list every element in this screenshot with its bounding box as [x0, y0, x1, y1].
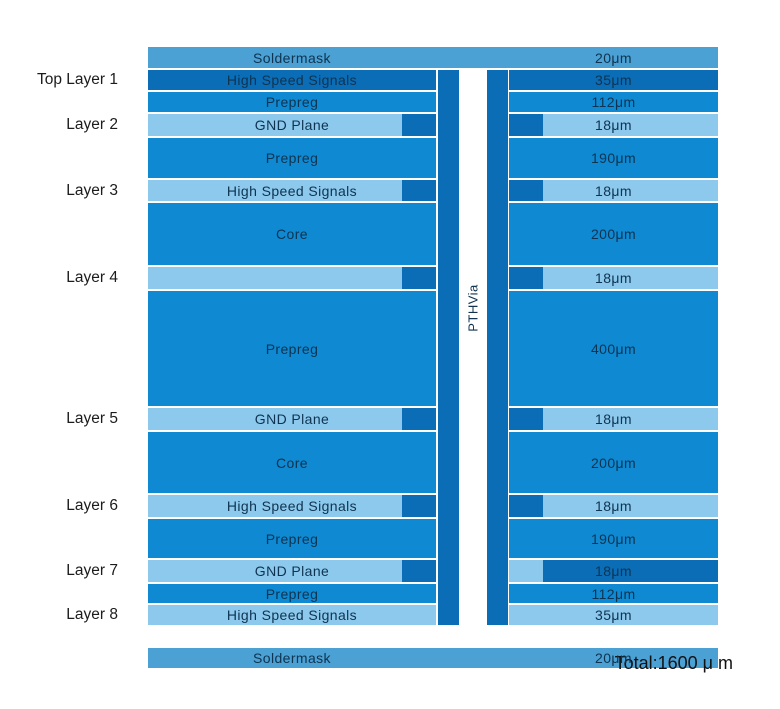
layer-label: Layer 5 — [66, 410, 118, 427]
thickness-value: 35μm — [595, 607, 632, 623]
layer-bar-right: 112μm — [509, 584, 718, 603]
material-label: GND Plane — [254, 411, 330, 427]
thickness-value: 35μm — [595, 72, 632, 88]
layer-bar-right: 400μm — [509, 291, 718, 406]
thickness-value: 18μm — [595, 270, 632, 286]
layer-bar-right: 190μm — [509, 138, 718, 178]
soldermask-bar: Soldermask 20μm — [148, 648, 718, 668]
via-pad-right-side — [509, 267, 543, 289]
material-label: GND Plane — [254, 563, 330, 579]
layer-bar-left: High Speed Signals — [148, 605, 436, 625]
material-label: Prepreg — [265, 94, 319, 110]
material-label: Prepreg — [265, 530, 319, 547]
material-label: Soldermask — [253, 650, 331, 666]
thickness-value: 190μm — [590, 150, 637, 166]
layer-label: Layer 6 — [66, 497, 118, 514]
thickness-value: 20μm — [595, 650, 632, 666]
material-label: High Speed Signals — [226, 498, 358, 514]
layer-bar-left: Prepreg — [148, 291, 436, 406]
via-pad-right-side — [509, 114, 543, 136]
material-label: Soldermask — [253, 49, 331, 66]
layer-bar-right: 18μm — [509, 495, 718, 517]
layer-bar-left: Core — [148, 432, 436, 493]
layer-label: Layer 7 — [66, 562, 118, 579]
via-pad-left-side — [402, 114, 436, 136]
soldermask-bar: Soldermask 20μm — [148, 47, 718, 68]
layer-bar-right: 35μm — [509, 605, 718, 625]
layer-bar-right: 18μm — [509, 180, 718, 201]
thickness-value: 18μm — [595, 182, 632, 199]
thickness-value: 400μm — [590, 340, 637, 357]
layer-bar-right: 18μm — [509, 408, 718, 430]
via-pad-right-side — [509, 180, 543, 201]
material-label: High Speed Signals — [226, 72, 358, 88]
layer-bar-left: High Speed Signals — [148, 495, 436, 517]
material-label: High Speed Signals — [226, 607, 358, 623]
via-pad-left-side — [402, 267, 436, 289]
layer-bar-left: Prepreg — [148, 584, 436, 603]
via-pad-right-side — [509, 495, 543, 517]
via-pad-left-side — [402, 180, 436, 201]
thickness-value: 18μm — [595, 563, 632, 579]
via-pad-right-side — [509, 560, 543, 582]
thickness-value: 18μm — [595, 498, 632, 514]
layer-bar-right: 18μm — [509, 267, 718, 289]
via-pad-left-side — [402, 495, 436, 517]
layer-bar-right: 112μm — [509, 92, 718, 112]
layer-bar-left: High Speed Signals — [148, 180, 436, 201]
layer-bar-right: 35μm — [509, 70, 718, 90]
material-label: Prepreg — [265, 340, 319, 357]
material-label: Core — [276, 226, 308, 242]
layer-bar-left: Core — [148, 203, 436, 265]
layer-bar-right: 18μm — [509, 560, 718, 582]
thickness-value: 200μm — [590, 226, 637, 242]
thickness-value: 190μm — [590, 530, 637, 547]
material-label: High Speed Signals — [226, 182, 358, 199]
material-label: Prepreg — [265, 150, 319, 166]
layer-bar-left: GND Plane — [148, 560, 436, 582]
layer-label: Layer 2 — [66, 116, 118, 133]
material-label: Prepreg — [265, 585, 319, 602]
material-segment: Soldermask — [148, 47, 436, 68]
via-pad-left-side — [402, 560, 436, 582]
layer-bar-right: 190μm — [509, 519, 718, 558]
thickness-value: 200μm — [590, 454, 637, 471]
layer-bar-left: Prepreg — [148, 92, 436, 112]
thickness-value: 18μm — [595, 117, 632, 133]
thickness-value: 112μm — [591, 585, 636, 602]
via-hole-channel: PTHVia — [459, 70, 487, 625]
layer-bar-left — [148, 267, 436, 289]
layer-bar-right: 200μm — [509, 203, 718, 265]
thickness-value: 112μm — [591, 94, 636, 110]
via-pad-left-side — [402, 408, 436, 430]
layer-label: Layer 4 — [66, 269, 118, 286]
material-label: GND Plane — [254, 117, 330, 133]
via-barrel-left — [438, 70, 459, 625]
pth-via-label: PTHVia — [465, 284, 481, 332]
thickness-segment: 20μm — [509, 47, 718, 68]
via-barrel-right — [487, 70, 508, 625]
layer-bar-right: 200μm — [509, 432, 718, 493]
via-pad-right-side — [509, 408, 543, 430]
layer-label: Layer 3 — [66, 181, 118, 199]
material-label: Core — [276, 454, 308, 471]
thickness-value: 18μm — [595, 411, 632, 427]
layer-bar-left: High Speed Signals — [148, 70, 436, 90]
layer-label: Layer 8 — [66, 606, 118, 623]
layer-bar-left: GND Plane — [148, 114, 436, 136]
layer-bar-left: Prepreg — [148, 519, 436, 558]
layer-bar-right: 18μm — [509, 114, 718, 136]
thickness-segment: 20μm — [509, 648, 718, 668]
total-thickness-label: Total:1600 μ m — [614, 652, 733, 673]
layer-bar-left: GND Plane — [148, 408, 436, 430]
layer-bar-left: Prepreg — [148, 138, 436, 178]
material-segment: Soldermask — [148, 648, 436, 668]
layer-label: Top Layer 1 — [37, 71, 118, 88]
thickness-value: 20μm — [595, 49, 632, 66]
